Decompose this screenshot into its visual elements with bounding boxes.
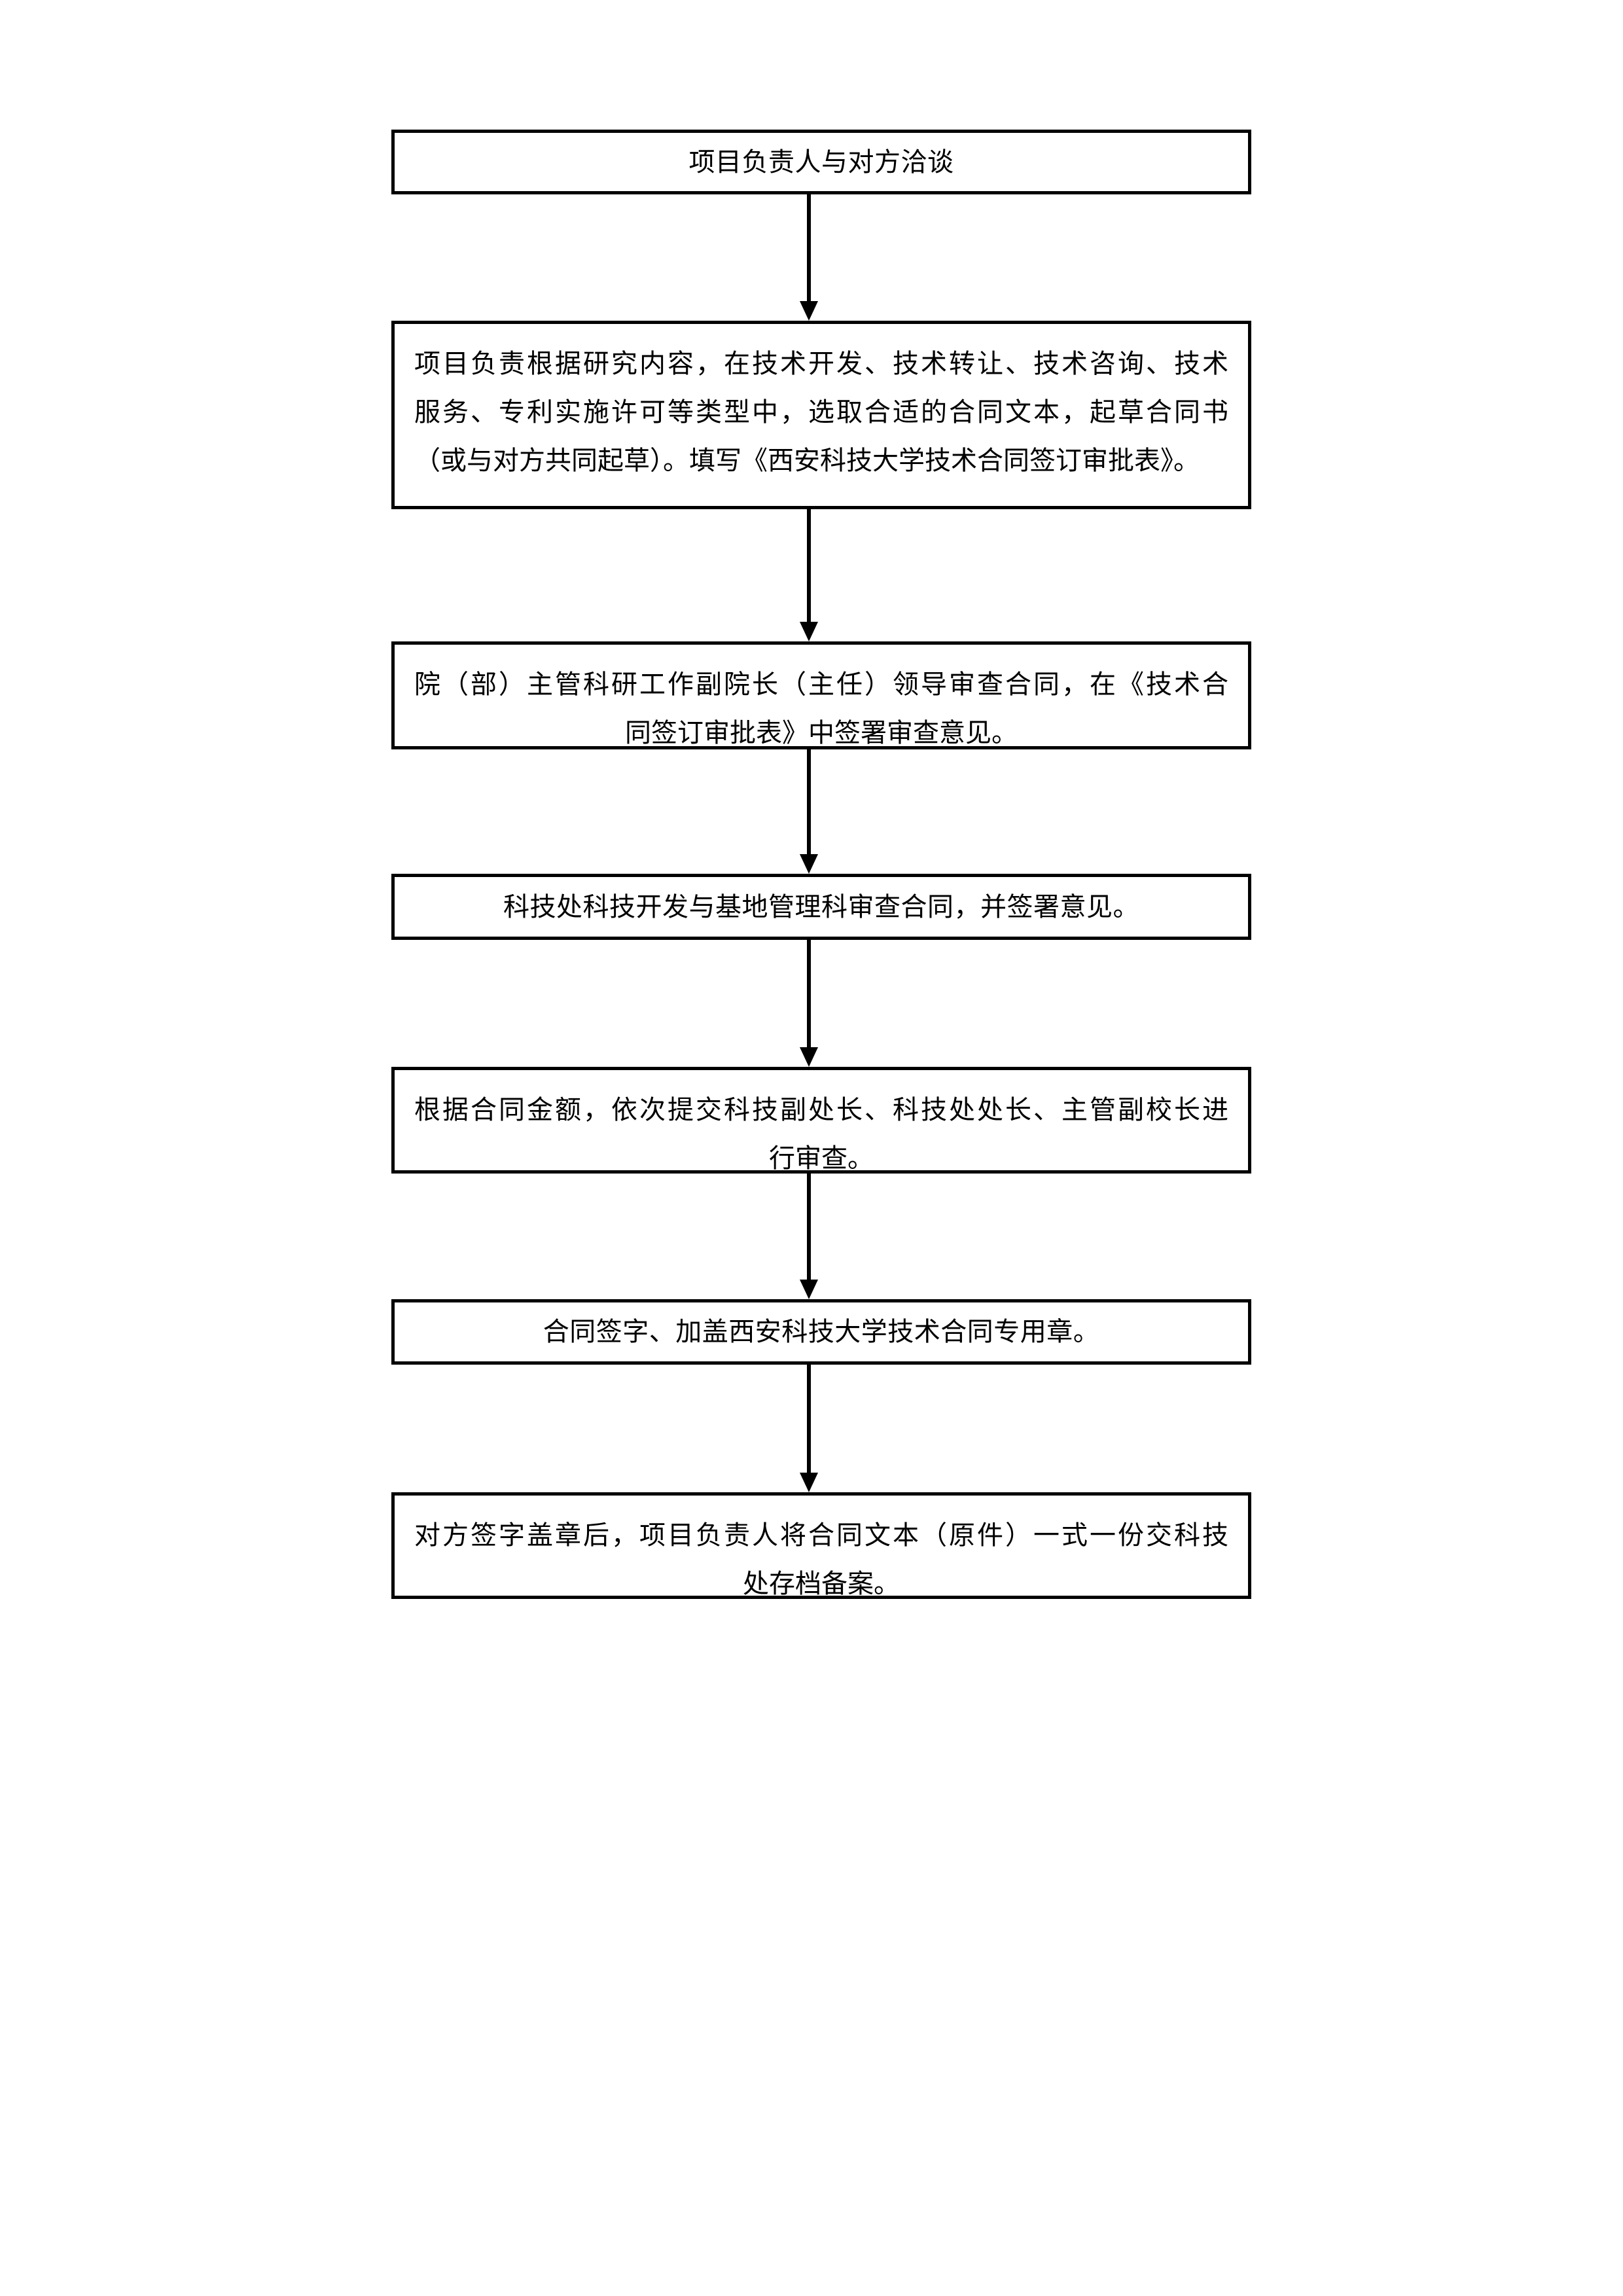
flow-edge-4-5: [800, 940, 818, 1067]
flow-node-step-5-line-2: 行审查。: [769, 1143, 874, 1174]
flow-edge-5-6-arrowhead: [800, 1280, 818, 1299]
flow-edge-2-3-shaft: [807, 509, 811, 623]
flow-node-step-6[interactable]: 合同签字、加盖西安科技大学技术合同专用章。: [391, 1299, 1251, 1365]
flow-edge-3-4: [800, 749, 818, 874]
flow-edge-4-5-shaft: [807, 940, 811, 1049]
flow-node-step-7-line-2: 处存档备案。: [743, 1569, 900, 1599]
flow-edge-5-6: [800, 1174, 818, 1299]
flow-node-step-1[interactable]: 项目负责人与对方洽谈: [391, 130, 1251, 194]
flow-node-step-5[interactable]: 根据合同金额，依次提交科技副处长、科技处处长、主管副校长进 行审查。: [391, 1067, 1251, 1174]
flow-edge-1-2-shaft: [807, 194, 811, 302]
flow-edge-2-3: [800, 509, 818, 641]
flow-node-step-7[interactable]: 对方签字盖章后，项目负责人将合同文本（原件）一式一份交科技 处存档备案。: [391, 1492, 1251, 1599]
flow-node-step-3-line-1: 院（部）主管科研工作副院长（主任）领导审查合同，在《技术合: [414, 670, 1228, 700]
flow-edge-1-2-arrowhead: [800, 301, 818, 321]
flow-node-step-5-line-1: 根据合同金额，依次提交科技副处长、科技处处长、主管副校长进: [414, 1095, 1228, 1125]
flow-edge-6-7-arrowhead: [800, 1473, 818, 1492]
flow-edge-3-4-arrowhead: [800, 854, 818, 874]
flow-edge-6-7-shaft: [807, 1365, 811, 1474]
flow-node-step-2-line-1: 项目负责根据研究内容，在技术开发、技术转让、技术咨询、技术: [414, 349, 1228, 379]
flow-node-step-6-label: 合同签字、加盖西安科技大学技术合同专用章。: [543, 1317, 1100, 1347]
flow-node-step-2-line-3: （或与对方共同起草）。填写《西安科技大学技术合同签订审批表》。: [414, 446, 1200, 476]
flow-node-step-2[interactable]: 项目负责根据研究内容，在技术开发、技术转让、技术咨询、技术 服务、专利实施许可等…: [391, 321, 1251, 509]
flow-node-step-3[interactable]: 院（部）主管科研工作副院长（主任）领导审查合同，在《技术合 同签订审批表》中签署…: [391, 641, 1251, 749]
flow-edge-2-3-arrowhead: [800, 622, 818, 641]
flow-node-step-4[interactable]: 科技处科技开发与基地管理科审查合同，并签署意见。: [391, 874, 1251, 940]
flow-node-step-7-line-1: 对方签字盖章后，项目负责人将合同文本（原件）一式一份交科技: [414, 1520, 1228, 1551]
flow-edge-3-4-shaft: [807, 749, 811, 855]
flow-edge-5-6-shaft: [807, 1174, 811, 1281]
flow-node-step-1-label: 项目负责人与对方洽谈: [688, 147, 954, 177]
flow-node-step-3-line-2: 同签订审批表》中签署审查意见。: [625, 718, 1018, 748]
flow-node-step-4-label: 科技处科技开发与基地管理科审查合同，并签署意见。: [503, 891, 1139, 922]
flow-edge-6-7: [800, 1365, 818, 1492]
flow-edge-1-2: [800, 194, 818, 321]
flow-edge-4-5-arrowhead: [800, 1047, 818, 1067]
flow-node-step-2-line-2: 服务、专利实施许可等类型中，选取合适的合同文本，起草合同书: [414, 397, 1228, 427]
